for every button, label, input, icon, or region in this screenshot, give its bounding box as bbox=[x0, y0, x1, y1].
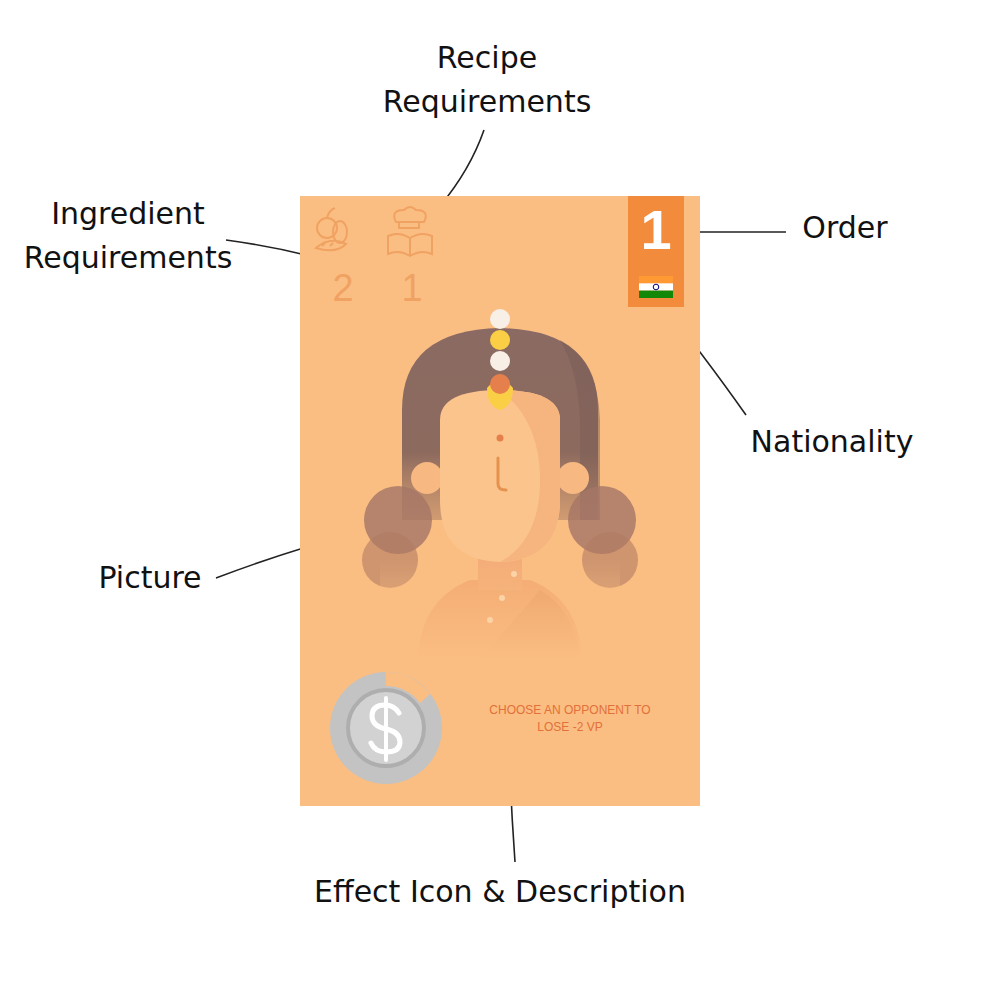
ingredient-icon bbox=[316, 208, 347, 250]
callout-label: Nationality bbox=[751, 420, 914, 464]
callout-label: Ingredient Requirements bbox=[8, 192, 248, 280]
recipe-count: 1 bbox=[392, 266, 432, 310]
india-flag bbox=[639, 276, 673, 298]
leader-line bbox=[226, 240, 310, 256]
callout-label: Effect Icon & Description bbox=[314, 870, 686, 914]
ingredient-count: 2 bbox=[323, 266, 363, 310]
coin-icon bbox=[330, 672, 442, 784]
order-number: 1 bbox=[628, 198, 684, 262]
effect-description: CHOOSE AN OPPONENT TO LOSE -2 VP bbox=[485, 702, 655, 736]
woman-portrait bbox=[362, 309, 638, 660]
leader-line bbox=[440, 130, 484, 206]
game-card: 21CHOOSE AN OPPONENT TO LOSE -2 VP 1 bbox=[300, 196, 700, 806]
order-badge: 1 bbox=[628, 196, 684, 307]
recipe-icon bbox=[388, 207, 432, 256]
callout-label: Order bbox=[802, 206, 887, 250]
callout-label: Picture bbox=[98, 556, 201, 600]
callout-label: Recipe Requirements bbox=[367, 36, 607, 124]
